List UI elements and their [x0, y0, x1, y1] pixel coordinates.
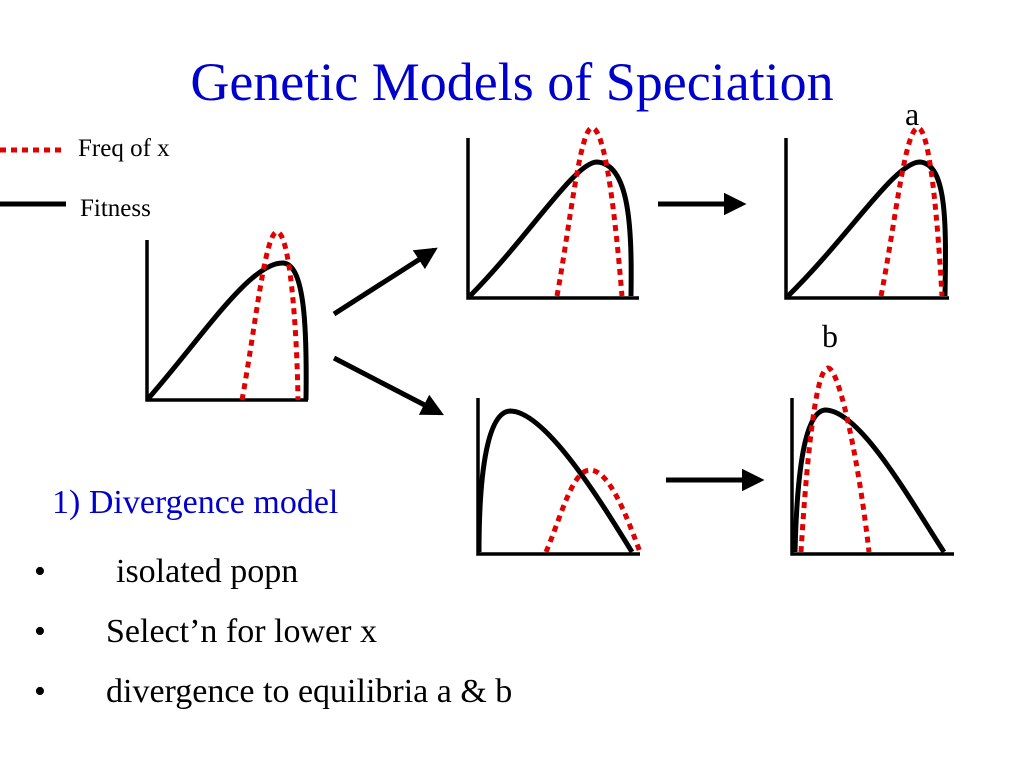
plot-equilibrium-a-axes — [784, 138, 949, 300]
plot-lower-middle-axes — [476, 398, 640, 556]
equilibrium-label-a: a — [905, 96, 920, 132]
plot-start — [145, 229, 309, 402]
plot-equilibrium-a — [784, 125, 949, 300]
plot-start-freq-curve — [239, 229, 301, 401]
plot-lower-middle — [476, 398, 643, 556]
bullet-text: divergence to equilibria a & b — [106, 673, 513, 710]
plot-equilibrium-a-fitness-curve — [786, 159, 948, 298]
plot-lower-middle-freq-curve — [543, 467, 643, 554]
plot-upper-middle — [466, 125, 639, 300]
plot-start-fitness-curve — [145, 260, 309, 402]
bullet-text: isolated popn — [116, 553, 299, 590]
bullet-dot: • — [34, 553, 46, 590]
plot-equilibrium-b-axes — [790, 398, 954, 556]
plot-upper-middle-axes — [466, 138, 639, 300]
model-heading: 1) Divergence model — [52, 484, 339, 521]
legend-label-fitness: Fitness — [80, 195, 151, 222]
plot-equilibrium-b-fitness-curve — [792, 407, 947, 554]
plot-equilibrium-a-freq-curve — [878, 125, 945, 297]
plot-upper-middle-freq-curve — [554, 125, 625, 297]
plot-equilibrium-b — [790, 365, 954, 556]
plot-upper-middle-fitness-curve — [468, 159, 634, 298]
arrow-to-lower-middle — [332, 355, 444, 416]
plot-lower-middle-fitness-curve — [476, 408, 635, 554]
bullet-text: Select’n for lower x — [106, 613, 377, 650]
slide-title: Genetic Models of Speciation — [190, 52, 834, 112]
bullet-dot: • — [34, 673, 46, 710]
bullet-dot: • — [34, 613, 46, 650]
legend-label-freq: Freq of x — [78, 135, 170, 162]
plot-equilibrium-b-freq-curve — [798, 365, 872, 553]
arrow-to-upper-middle — [332, 247, 438, 317]
equilibrium-label-b: b — [822, 318, 838, 354]
